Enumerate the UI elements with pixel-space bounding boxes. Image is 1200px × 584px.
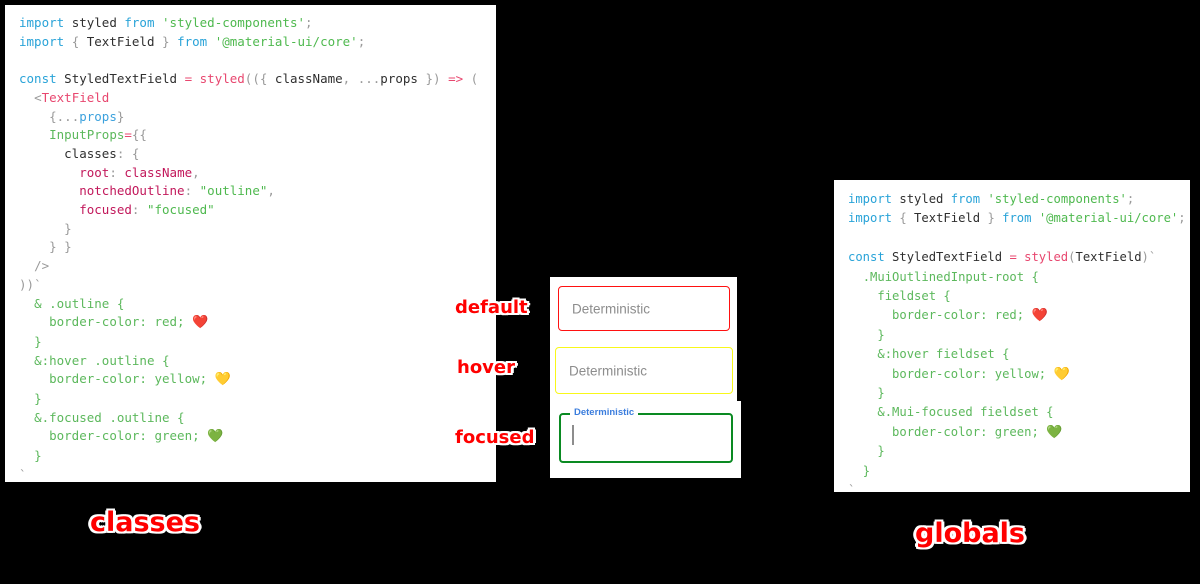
textfield-screenshot-default: Deterministic xyxy=(550,277,737,339)
code-line: classes: { xyxy=(64,145,140,161)
caption-globals: globals xyxy=(915,518,1026,549)
code-line: } xyxy=(34,333,42,349)
annotation-hover: hover xyxy=(457,357,515,378)
code-line: focused: "focused" xyxy=(79,202,215,218)
code-line: border-color: red; ❤️ xyxy=(49,314,209,331)
code-line: const StyledTextField = styled(({ classN… xyxy=(19,71,479,87)
code-line: } xyxy=(877,444,885,459)
code-line: <TextField xyxy=(34,89,110,105)
annotation-focused: focused xyxy=(455,427,535,448)
textfield-demo-stack: Deterministic Deterministic Deterministi… xyxy=(550,277,741,478)
code-line: import { TextField } from '@material-ui/… xyxy=(848,211,1186,226)
code-line: InputProps={{ xyxy=(49,127,147,143)
code-line: border-color: yellow; 💛 xyxy=(892,366,1070,382)
caption-classes: classes xyxy=(90,507,201,538)
code-line: fieldset { xyxy=(877,289,951,304)
code-line: & .outline { xyxy=(34,295,125,311)
code-line: } xyxy=(877,327,885,342)
code-line: } xyxy=(877,386,885,401)
code-line: import { TextField } from '@material-ui/… xyxy=(19,33,366,49)
code-line xyxy=(848,229,1190,248)
textfield-default[interactable]: Deterministic xyxy=(558,286,730,331)
code-block-globals: import styled from 'styled-components'; i… xyxy=(848,190,1190,492)
code-line: ))` xyxy=(19,276,42,292)
code-line: notchedOutline: "outline", xyxy=(79,183,275,199)
code-line: } xyxy=(64,220,72,236)
code-line: {...props} xyxy=(49,108,125,124)
code-line: border-color: yellow; 💛 xyxy=(49,371,231,388)
textfield-focused-floating-label: Deterministic xyxy=(570,407,639,420)
code-line: } xyxy=(862,463,871,478)
code-panel-globals: import styled from 'styled-components'; i… xyxy=(834,180,1190,492)
code-line: &:hover fieldset { xyxy=(877,347,1010,362)
code-line xyxy=(19,51,496,70)
code-line: border-color: green; 💚 xyxy=(49,428,224,445)
code-line: } xyxy=(34,391,42,407)
code-line: &:hover .outline { xyxy=(34,352,170,368)
code-line: const StyledTextField = styled(TextField… xyxy=(848,250,1157,265)
code-line: root: className, xyxy=(79,164,200,180)
code-line: .MuiOutlinedInput-root { xyxy=(862,269,1039,284)
textfield-focused[interactable]: Deterministic xyxy=(559,407,733,463)
code-line: &.focused .outline { xyxy=(34,409,185,425)
textfield-hover-label: Deterministic xyxy=(569,363,648,378)
code-panel-classes: import styled from 'styled-components'; i… xyxy=(5,5,496,482)
code-line: import styled from 'styled-components'; xyxy=(848,192,1135,206)
annotation-default: default xyxy=(455,297,528,318)
code-block-classes: import styled from 'styled-components'; i… xyxy=(19,14,496,482)
textfield-default-label: Deterministic xyxy=(572,301,651,316)
code-line: /> xyxy=(34,258,50,274)
code-line: &.Mui-focused fieldset { xyxy=(877,405,1054,420)
textfield-screenshot-focused: Deterministic xyxy=(550,401,741,478)
code-line: } } xyxy=(49,239,72,255)
code-line: } xyxy=(34,448,42,464)
code-line: import styled from 'styled-components'; xyxy=(19,15,313,30)
code-line: border-color: red; ❤️ xyxy=(892,308,1048,324)
textfield-screenshot-hover: Deterministic xyxy=(550,339,737,401)
code-line: border-color: green; 💚 xyxy=(892,424,1063,440)
textfield-hover[interactable]: Deterministic xyxy=(555,347,733,394)
code-line: ` xyxy=(19,466,27,482)
text-caret xyxy=(572,425,574,445)
code-line: ` xyxy=(848,483,856,492)
